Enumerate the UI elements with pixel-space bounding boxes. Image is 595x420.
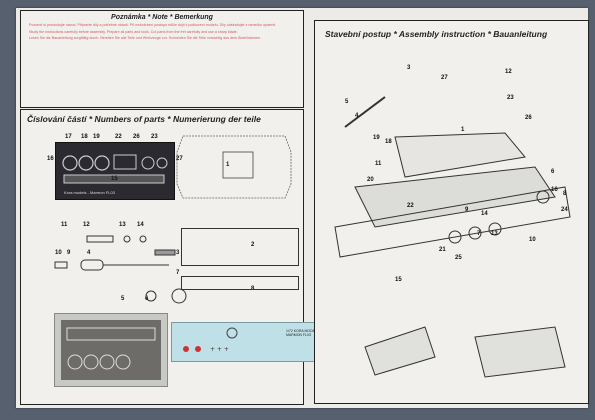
notes-text-en: Study the instructions carefully before …: [29, 29, 238, 34]
assembly-step: 8: [563, 191, 567, 197]
part-number: 19: [93, 134, 100, 140]
assembly-step: 5: [345, 99, 349, 105]
fret-parts-drawing: [62, 154, 168, 184]
part-number: 9: [67, 250, 71, 256]
assembly-step: 3: [407, 65, 411, 71]
part-number: 26: [133, 134, 140, 140]
assembly-step: 24: [561, 207, 568, 213]
svg-text:+ + +: + + +: [210, 346, 229, 353]
assembly-step: 12: [505, 69, 512, 75]
part-number: 22: [115, 134, 122, 140]
assembly-step: 4: [355, 113, 359, 119]
part-number: 17: [65, 134, 72, 140]
assembly-step: 22: [407, 203, 414, 209]
part-number: 5: [121, 296, 125, 302]
assembly-step: 6: [551, 169, 555, 175]
part-number: 14: [137, 222, 144, 228]
assembly-exploded-drawing: [334, 96, 571, 378]
assembly-step: 10: [529, 237, 536, 243]
part-number: 23: [151, 134, 158, 140]
assembly-step: 27: [441, 75, 448, 81]
parts-heading: Číslování částí * Numbers of parts * Num…: [27, 114, 261, 124]
assembly-step: 20: [367, 177, 374, 183]
assembly-step: 7: [477, 231, 481, 237]
assembly-step: 16: [551, 187, 558, 193]
parts-panel: Číslování částí * Numbers of parts * Num…: [20, 109, 329, 405]
assembly-panel: Stavební postup * Assembly instruction *…: [314, 20, 589, 404]
part-number: 11: [61, 222, 68, 228]
part-number: 10: [55, 250, 62, 256]
decal-sheet: + + + 1/72 KORA MODELS MARMON FL03: [171, 322, 329, 362]
part-number: 1: [226, 162, 230, 168]
part-plate-8: [181, 276, 299, 290]
assembly-step: 25: [455, 255, 462, 261]
fret-label: Kora models - Marmon FL03: [64, 190, 115, 195]
hull-top-view-drawing: [176, 135, 292, 199]
part-number: 13: [119, 222, 126, 228]
notes-text-cs: Pozorně si prostudujte návod. Připravte …: [29, 23, 277, 27]
assembly-step: 19: [373, 135, 380, 141]
notes-text-de: Lesen Sie die Bauanleitung sorgfältig du…: [29, 36, 261, 41]
notes-heading: Poznámka * Note * Bemerkung: [111, 14, 213, 21]
part-plate-2: [181, 228, 299, 266]
small-parts-drawing: [54, 235, 187, 304]
part-number: 15: [111, 176, 118, 182]
assembly-step: 18: [385, 139, 392, 145]
part-number: 16: [47, 156, 54, 162]
assembly-heading: Stavební postup * Assembly instruction *…: [325, 29, 548, 39]
assembly-step: 26: [525, 115, 532, 121]
part-number: 2: [251, 242, 255, 248]
part-number: 7: [176, 270, 180, 276]
photo-etched-fret-photo: [54, 313, 168, 387]
assembly-step: 1: [461, 127, 465, 133]
part-number: 27: [176, 156, 183, 162]
part-number: 3: [176, 250, 180, 256]
assembly-step: 11: [375, 161, 382, 167]
assembly-step: 21: [439, 247, 446, 253]
assembly-step: 15: [395, 277, 402, 283]
assembly-step: 14: [481, 211, 488, 217]
assembly-step: 9: [465, 207, 469, 213]
part-number: 12: [83, 222, 90, 228]
assembly-step: 23: [507, 95, 514, 101]
decal-label: 1/72 KORA MODELS MARMON FL03: [286, 329, 320, 337]
part-number: 18: [81, 134, 88, 140]
part-number: 4: [87, 250, 91, 256]
assembly-step: 13: [491, 231, 498, 237]
notes-panel: Poznámka * Note * Bemerkung Pozorně si p…: [20, 10, 304, 108]
photo-etched-fret: Kora models - Marmon FL03: [55, 142, 175, 200]
